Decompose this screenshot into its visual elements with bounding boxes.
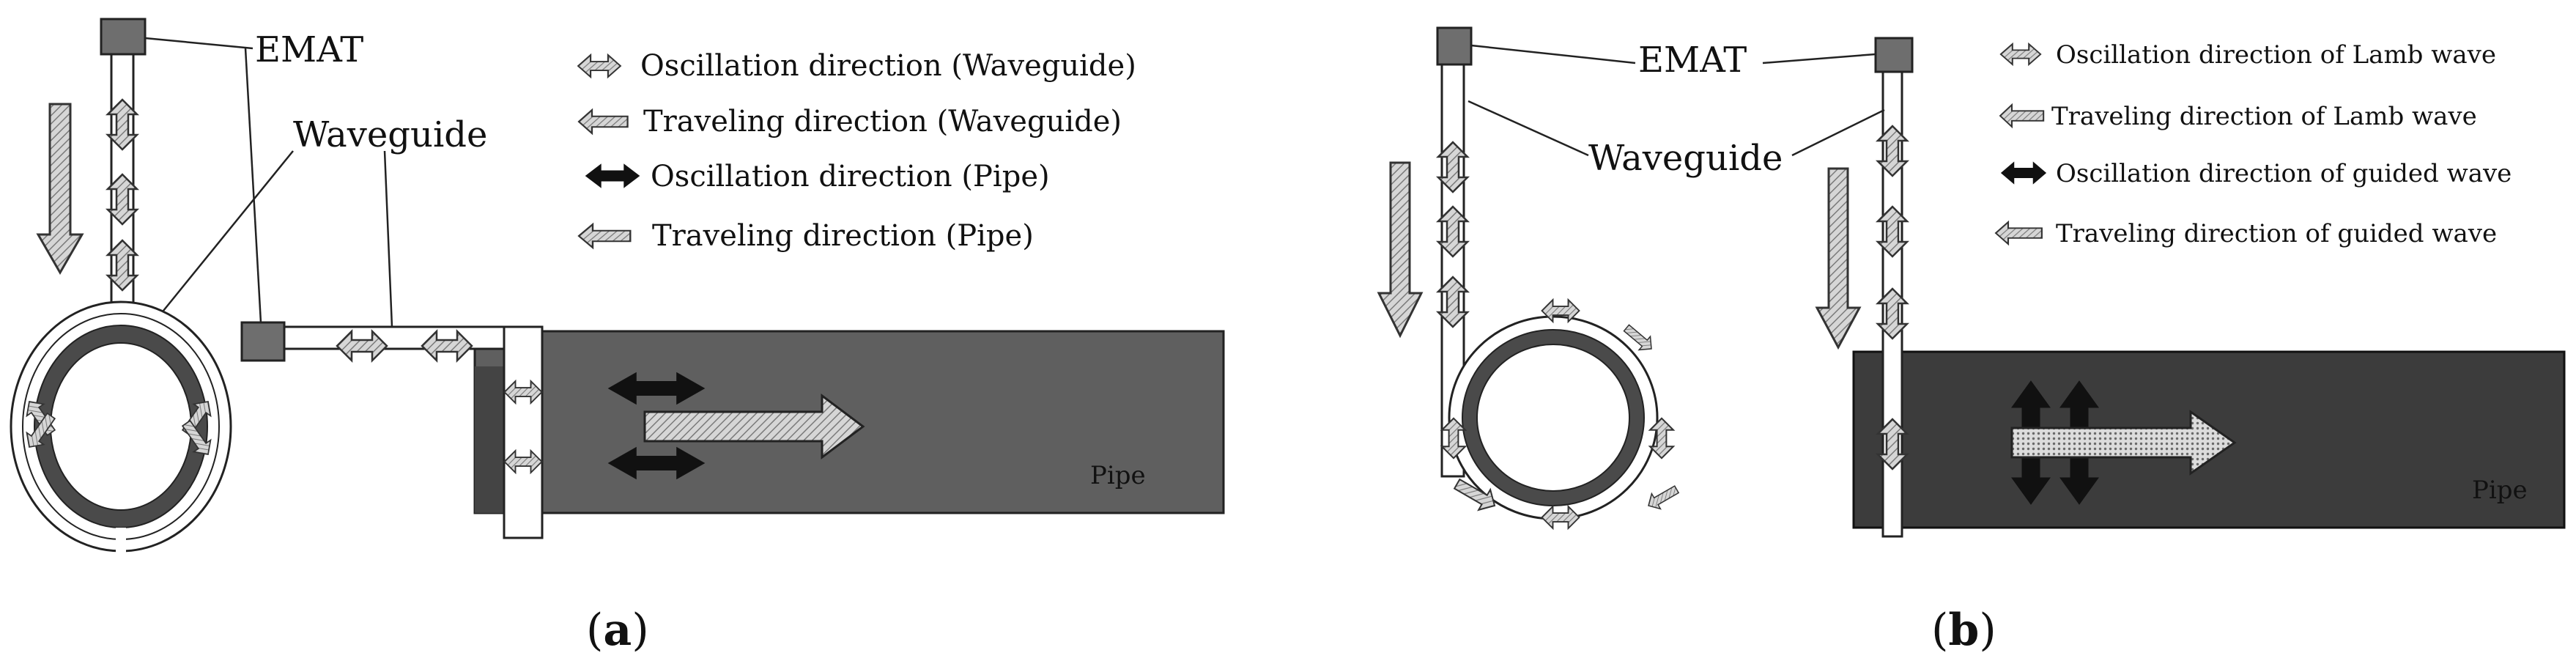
legend-a-text-1: Oscillation direction (Waveguide) (640, 49, 1136, 83)
legend-b-icon-4 (1994, 221, 2043, 245)
emat-b-left (1436, 26, 1473, 66)
legend-b-text-2: Traveling direction of Lamb wave (2051, 102, 2477, 131)
ring-b-arrow-3 (1643, 481, 1682, 514)
pipe-a-cross-section (10, 300, 232, 554)
legend-b-icon-1 (1999, 43, 2042, 66)
pipe-a-label: Pipe (1090, 461, 1146, 490)
legend-a-text-4: Traveling direction (Pipe) (652, 219, 1034, 253)
leader-a-emat-2 (244, 48, 262, 323)
legend-a-text-2: Traveling direction (Waveguide) (643, 105, 1122, 139)
legend-a-icon-3 (585, 164, 640, 188)
emat-a-top (100, 18, 147, 56)
emat-a-left (240, 321, 286, 362)
pipe-a-flange (475, 366, 504, 513)
leader-b-waveguide-2 (1791, 108, 1885, 157)
legend-b-text-4: Traveling direction of guided wave (2056, 219, 2497, 248)
waveguide-b-label: Waveguide (1588, 138, 1783, 179)
big-arrow-a (36, 103, 84, 276)
panel-a: Pipe EMAT Waveguide Oscillation directio… (10, 18, 1225, 656)
waveguide-a-on-pipe (503, 325, 544, 539)
legend-a-icon-4 (577, 223, 632, 249)
legend-a-text-3: Oscillation direction (Pipe) (651, 160, 1050, 193)
caption-b: (b) (1931, 605, 1996, 656)
legend-b-icon-2 (1999, 103, 2045, 128)
pipe-a-travel-arrow (643, 394, 865, 459)
caption-a: (a) (586, 605, 649, 656)
leader-a-emat-1 (144, 37, 253, 50)
legend-a: Oscillation direction (Waveguide) Travel… (577, 49, 1136, 253)
leader-b-emat-1 (1470, 44, 1636, 64)
big-arrow-b-left (1377, 161, 1424, 339)
pipe-b-body (1852, 350, 2566, 529)
legend-a-icon-1 (577, 53, 621, 78)
legend-b-text-1: Oscillation direction of Lamb wave (2056, 40, 2496, 70)
leader-b-emat-2 (1762, 53, 1876, 64)
panel-b: Pipe EMAT Waveguide Oscillation directio… (1377, 26, 2566, 656)
pipe-b-travel-arrow (2010, 410, 2237, 476)
emat-b-right (1874, 37, 1914, 73)
waveguide-a-label: Waveguide (293, 114, 487, 155)
emat-b-label: EMAT (1638, 40, 1747, 81)
pipe-b-label: Pipe (2472, 476, 2528, 505)
legend-b-text-3: Oscillation direction of guided wave (2056, 159, 2512, 188)
pipe-b-cross-section (1448, 315, 1659, 520)
legend-b-icon-3 (2001, 162, 2046, 184)
legend-a-icon-2 (577, 108, 629, 135)
leader-a-waveguide-2 (383, 150, 393, 328)
emat-a-label: EMAT (255, 29, 363, 70)
leader-b-waveguide-1 (1467, 100, 1589, 157)
legend-b: Oscillation direction of Lamb wave Trave… (1994, 40, 2512, 248)
big-arrow-b-right (1815, 167, 1862, 350)
leader-a-waveguide-1 (153, 150, 294, 323)
